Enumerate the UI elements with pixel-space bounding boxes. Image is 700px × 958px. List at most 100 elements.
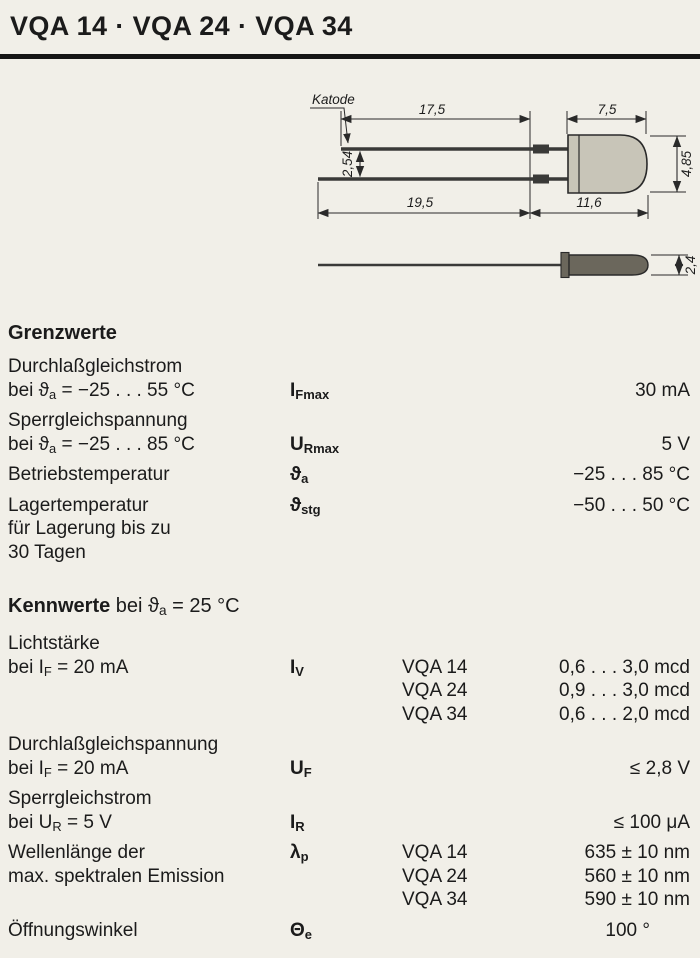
dim-side-height-label: 2,4 [683,256,698,276]
table-row-durchlassgleichspannung: Durchlaßgleichspannung bei IF = 20 mA UF… [0,733,700,780]
row-values: 5 V [402,409,700,456]
value: 5 V [661,433,690,455]
model-name: VQA 24 [402,680,468,701]
value: 0,6 . . . 3,0 mcd [559,656,690,678]
page-title: VQA 14 · VQA 24 · VQA 34 [10,11,353,41]
row-label-group: Lichtstärke bei IF = 20 mA [8,632,290,726]
value: 560 ± 10 nm [584,865,691,887]
row-values: 100 ° [402,919,700,943]
extension-lines [317,111,688,276]
row-label: Lichtstärke [8,633,100,654]
model-value-row: VQA 34 0,6 . . . 2,0 mcd [402,703,700,727]
row-condition: bei IF = 20 mA [8,757,129,780]
model-name [402,811,497,835]
row-condition: bei ϑa = −25 . . . 55 °C [8,379,195,402]
table-row-oeffnungswinkel: Öffnungswinkel Θe 100 ° [0,919,700,943]
table-row-durchlassgleichstrom: Durchlaßgleichstrom bei ϑa = −25 . . . 5… [0,355,700,402]
row-condition: bei ϑa = −25 . . . 85 °C [8,433,195,456]
value: 100 ° [605,919,650,941]
value: 590 ± 10 nm [584,889,691,910]
model-name [402,919,497,943]
row-label: Durchlaßgleichstrom [8,356,183,377]
symbol-if-max: IFmax [290,379,330,402]
model-name: VQA 34 [402,703,468,725]
model-name [402,494,497,518]
dimension-labels: Katode 17,5 7,5 2,54 4,85 19,5 11,6 2,4 [312,92,698,275]
row-label: Wellenlänge der [8,842,145,863]
model-value-row: VQA 14 0,6 . . . 3,0 mcd [402,656,700,680]
table-row-wellenlaenge: Wellenlänge der max. spektralen Emission… [0,841,700,912]
symbol-uf: UF [290,757,312,780]
value: 635 ± 10 nm [584,842,691,863]
row-label-group: Sperrgleichspannung bei ϑa = −25 . . . 8… [8,409,290,456]
row-label-group: Sperrgleichstrom bei UR = 5 V [8,787,290,834]
row-label-group: Öffnungswinkel [8,919,290,943]
row-values: −50 . . . 50 °C [402,494,700,565]
row-label: Durchlaßgleichspannung [8,734,219,755]
katode-label: Katode [312,92,355,107]
row-label-line2: für Lagerung bis zu [8,518,171,539]
dim-top-lead-label: 17,5 [419,102,446,117]
value: ≤ 2,8 V [629,757,690,779]
row-values: VQA 14 0,6 . . . 3,0 mcd VQA 24 0,9 . . . … [402,632,700,726]
value: 0,6 . . . 2,0 mcd [559,703,690,725]
value: 30 mA [635,379,690,401]
row-label: Lagertemperatur [8,494,149,516]
symbol-lambda-p: λp [290,842,309,864]
symbol-theta-a: ϑa [290,464,309,486]
dim-lead-pitch-label: 2,54 [340,151,355,178]
row-label: Öffnungswinkel [8,919,138,941]
value: 0,9 . . . 3,0 mcd [559,680,690,701]
dim-bottom-lead-label: 19,5 [407,195,434,210]
row-condition: bei IF = 20 mA [8,656,129,679]
dim-total-length-label: 11,6 [576,195,602,210]
model-name [402,433,497,457]
dim-body-diameter-label: 4,85 [679,150,694,177]
model-name: VQA 14 [402,842,468,863]
led-top-view [318,134,648,194]
model-name [402,463,497,487]
row-values: ≤ 100 μA [402,787,700,834]
model-name [402,379,497,403]
katode-leader-line [310,107,351,144]
symbol-ur-max: URmax [290,433,340,456]
symbol-iv: IV [290,656,304,679]
section-heading-grenzwerte: Grenzwerte [8,322,117,344]
value: −50 . . . 50 °C [573,494,690,516]
table-row-sperrgleichstrom: Sperrgleichstrom bei UR = 5 V IR ≤ 100 μ… [0,787,700,834]
table-row-lagertemperatur: Lagertemperatur für Lagerung bis zu 30 T… [0,494,700,565]
table-row-sperrgleichspannung: Sperrgleichspannung bei ϑa = −25 . . . 8… [0,409,700,456]
led-side-view [318,251,649,279]
row-label: Sperrgleichspannung [8,410,188,431]
row-values: −25 . . . 85 °C [402,463,700,487]
row-condition: bei UR = 5 V [8,811,112,834]
model-name: VQA 14 [402,656,468,678]
model-name [402,757,497,781]
row-label: Betriebstemperatur [8,464,170,485]
symbol-theta-stg: ϑstg [290,494,321,517]
row-label-line2: max. spektralen Emission [8,865,225,887]
row-values: 30 mA [402,355,700,402]
symbol-ir: IR [290,811,305,834]
row-label-group: Lagertemperatur für Lagerung bis zu 30 T… [8,494,290,565]
led-dimension-drawing: Katode 17,5 7,5 2,54 4,85 19,5 11,6 2,4 [310,92,698,279]
row-label-group: Durchlaßgleichspannung bei IF = 20 mA [8,733,290,780]
model-value-row: VQA 24 0,9 . . . 3,0 mcd [402,679,700,703]
model-name: VQA 34 [402,889,468,910]
symbol-theta-e: Θe [290,919,313,942]
header-rule [0,54,700,59]
row-label-group: Durchlaßgleichstrom bei ϑa = −25 . . . 5… [8,355,290,402]
row-label-group: Wellenlänge der max. spektralen Emission [8,841,290,912]
section-heading-kennwerte: Kennwerte bei ϑa = 25 °C [8,595,240,618]
table-row-betriebstemperatur: Betriebstemperatur ϑa −25 . . . 85 °C [0,463,700,487]
value: ≤ 100 μA [613,811,690,833]
table-row-lichtstaerke: Lichtstärke bei IF = 20 mA IV VQA 14 0,6 … [0,632,700,726]
row-label: Sperrgleichstrom [8,788,152,809]
dimension-lines [317,114,684,276]
value: −25 . . . 85 °C [573,464,690,485]
row-label-group: Betriebstemperatur [8,463,290,487]
model-value-row: VQA 34 590 ± 10 nm [402,888,700,912]
row-label-line3: 30 Tagen [8,541,86,563]
